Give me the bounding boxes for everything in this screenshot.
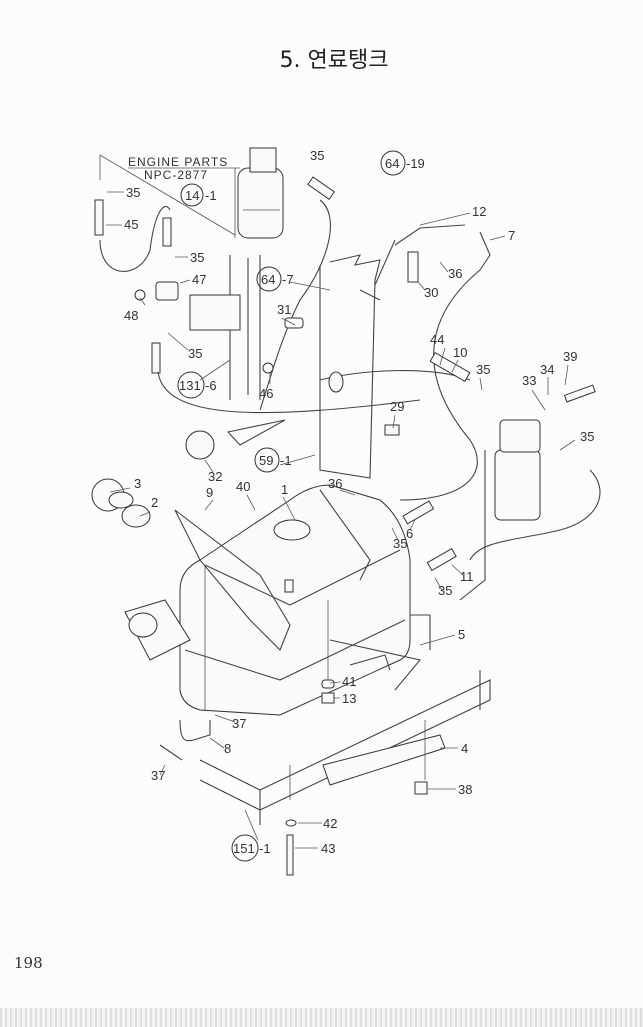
engine-parts-reference: ENGINE PARTS NPC-2877 [99,154,240,238]
callout: 11 [460,569,474,584]
callout: 37 [151,768,165,783]
callout: 35 [393,536,407,551]
callout: 42 [323,816,337,831]
callout: 43 [321,841,335,856]
callout: 47 [192,272,206,287]
ref-59-1: 59 -1 [254,447,292,473]
svg-text:-7: -7 [282,272,294,287]
engine-parts-number: NPC-2877 [144,168,208,182]
scan-edge [0,1008,643,1027]
callout: 35 [310,148,324,163]
callout: 38 [458,782,472,797]
ref-14-1: 14 -1 [180,183,217,207]
frame-rail-131 [189,255,274,400]
svg-text:-1: -1 [259,841,271,856]
ref-131-6: 131 -6 [177,371,217,399]
callout: 41 [342,674,356,689]
callout: 7 [508,228,515,243]
callout: 35 [190,250,204,265]
callout: 39 [563,349,577,364]
callout: 13 [342,691,356,706]
ref-151-1: 151 -1 [231,834,271,862]
svg-text:-1: -1 [280,453,292,468]
svg-text:151: 151 [233,841,255,856]
part-callouts: 35 35 45 35 47 48 35 46 12 7 36 30 31 44… [124,148,594,856]
svg-text:-19: -19 [406,156,425,171]
callout: 33 [522,373,536,388]
callout: 40 [236,479,250,494]
svg-text:-6: -6 [205,378,217,393]
callout: 2 [151,495,158,510]
leader-lines [106,191,576,849]
callout: 10 [453,345,467,360]
callout: 36 [448,266,462,281]
callout: 6 [406,526,413,541]
callout: 35 [126,185,140,200]
left-hose-group [94,199,421,414]
callout: 48 [124,308,138,323]
tank-bracket-59 [185,224,491,501]
callout: 46 [259,386,273,401]
svg-text:131: 131 [179,378,201,393]
callout: 31 [277,302,291,317]
callout: 35 [438,583,452,598]
callout: 44 [430,332,444,347]
callout: 35 [476,362,490,377]
callout: 35 [580,429,594,444]
svg-text:64: 64 [385,156,399,171]
svg-text:59: 59 [259,453,273,468]
svg-text:-1: -1 [205,188,217,203]
fuel-filter-upper [237,147,336,411]
callout: 3 [134,476,141,491]
callout: 9 [206,485,213,500]
callout: 1 [281,482,288,497]
callout: 37 [232,716,246,731]
svg-text:14: 14 [185,188,199,203]
ref-64-7: 64 -7 [256,266,294,292]
water-separator [402,351,601,601]
callout: 5 [458,627,465,642]
callout: 35 [188,346,202,361]
callout: 30 [424,285,438,300]
callout: 45 [124,217,138,232]
engine-parts-label: ENGINE PARTS [128,155,228,169]
fuel-tank [91,478,411,761]
page-title: 5. 연료탱크 [279,48,389,73]
callout: 32 [208,469,222,484]
callout: 12 [472,204,486,219]
callout: 34 [540,362,554,377]
callout: 4 [461,741,468,756]
svg-text:64: 64 [261,272,275,287]
callout: 29 [390,399,404,414]
page-number: 198 [14,954,43,972]
chassis-frame [199,565,491,876]
callout: 8 [224,741,231,756]
ref-64-19: 64 -19 [380,150,425,176]
callout: 36 [328,476,342,491]
